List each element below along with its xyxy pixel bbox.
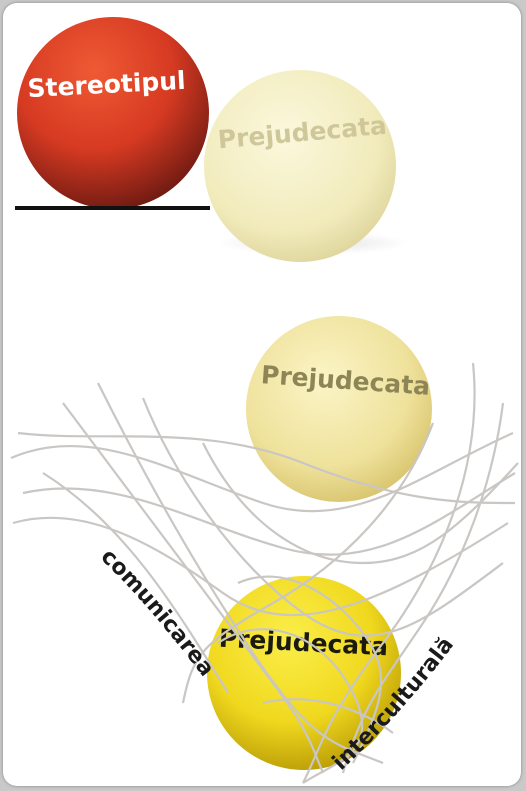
prejudice-ball-pale [204,70,396,262]
net-label-left: comunicarea [96,544,219,681]
prejudice-ball-mid [246,316,432,502]
ground-line [15,206,210,210]
stage-1: Prejudecata Stereotipul [15,17,408,262]
prejudice-diagram: Prejudecata Stereotipul Prejudecata Prej… [3,3,521,786]
stage-2: Prejudecata [246,316,432,502]
illustration-card: Prejudecata Stereotipul Prejudecata Prej… [3,3,521,786]
stereotype-ball [17,17,209,209]
